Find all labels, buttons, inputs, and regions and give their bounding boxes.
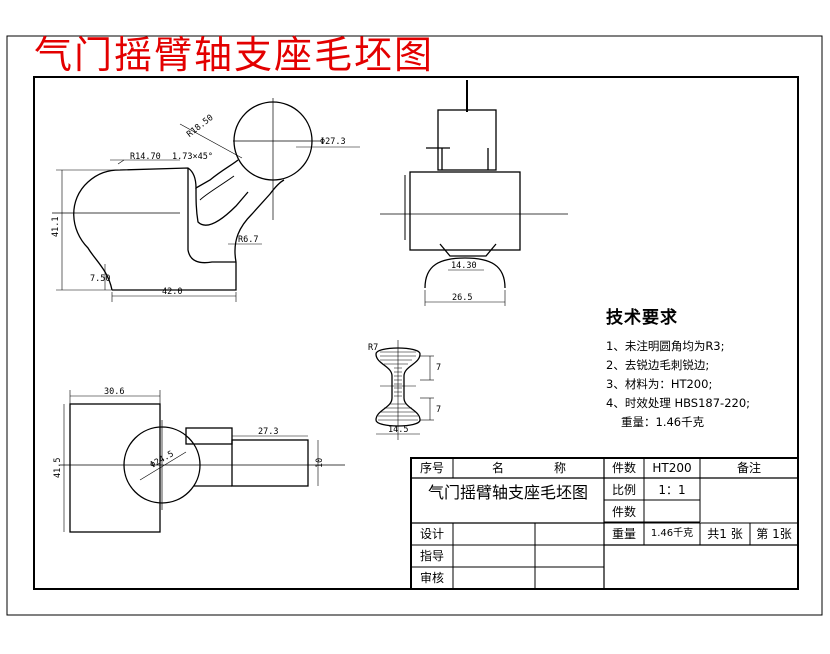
dim-top-height: 41.5 — [53, 458, 63, 478]
sheet-number: 第 1张 — [756, 527, 792, 541]
title-block-grid — [410, 457, 799, 590]
seq-label: 序号 — [419, 461, 444, 475]
technical-requirements: 技术要求 1、未注明圆角均为R3; 2、去锐边毛刺锐边; 3、材料为：HT200… — [606, 303, 750, 432]
dim-front-bottom: 14.30 — [451, 261, 477, 271]
drawing-title: 气门摇臂轴支座毛坯图 — [34, 33, 435, 77]
dim-r-fillet: R6.7 — [238, 235, 258, 245]
tech-weight: 重量：1.46千克 — [621, 415, 705, 429]
review-label: 审核 — [419, 571, 444, 585]
dim-top-circle-diameter: Φ27.3 — [320, 137, 346, 147]
front-view — [380, 80, 568, 306]
side-view — [52, 98, 360, 302]
dim-section-side-b: 7 — [436, 405, 441, 415]
design-label: 设计 — [419, 527, 444, 541]
part-title: 气门摇臂轴支座毛坯图 — [427, 483, 588, 502]
dim-top-boss: 27.3 — [258, 427, 278, 437]
top-view — [60, 390, 345, 533]
scale-value: 1：1 — [658, 483, 686, 497]
tech-heading: 技术要求 — [606, 308, 678, 328]
count-label: 件数 — [611, 461, 636, 475]
tech-item-1: 1、未注明圆角均为R3; — [606, 339, 725, 353]
count-value: HT200 — [652, 461, 692, 475]
tech-item-2: 2、去锐边毛刺锐边; — [606, 358, 710, 372]
scale-label: 比例 — [611, 483, 636, 497]
name-label-a: 名 — [491, 461, 504, 475]
dim-front-width: 26.5 — [452, 293, 472, 303]
dim-height-7: 7.50 — [90, 274, 110, 284]
dim-chamfer: 1.73×45° — [172, 152, 213, 162]
weight-value: 1.46千克 — [650, 528, 694, 539]
dim-r-circle: R18.50 — [185, 113, 215, 140]
dimension-labels: R14.70 1.73×45° R18.50 Φ27.3 41.1 7.50 4… — [51, 113, 477, 478]
tech-item-4: 4、时效处理 HBS187-220; — [606, 396, 751, 410]
tech-item-3: 3、材料为：HT200; — [606, 377, 713, 391]
count-label-2: 件数 — [611, 505, 636, 519]
name-label-b: 称 — [553, 461, 566, 475]
dim-top-right: 10 — [315, 458, 325, 468]
sheets-total: 共1 张 — [707, 527, 743, 541]
dim-height-41: 41.1 — [51, 217, 61, 237]
dim-width-42: 42.0 — [162, 287, 182, 297]
dim-section-side-a: 7 — [436, 363, 441, 373]
guide-label: 指导 — [419, 549, 444, 563]
dim-section-r: R7 — [368, 343, 378, 353]
dim-top-width: 30.6 — [104, 387, 124, 397]
dim-section-bottom: 14.5 — [388, 425, 408, 435]
remark-label: 备注 — [736, 461, 761, 475]
dim-r-left: R14.70 — [130, 152, 161, 162]
outer-border — [6, 35, 823, 616]
section-view — [375, 340, 434, 440]
weight-label: 重量 — [611, 527, 636, 541]
